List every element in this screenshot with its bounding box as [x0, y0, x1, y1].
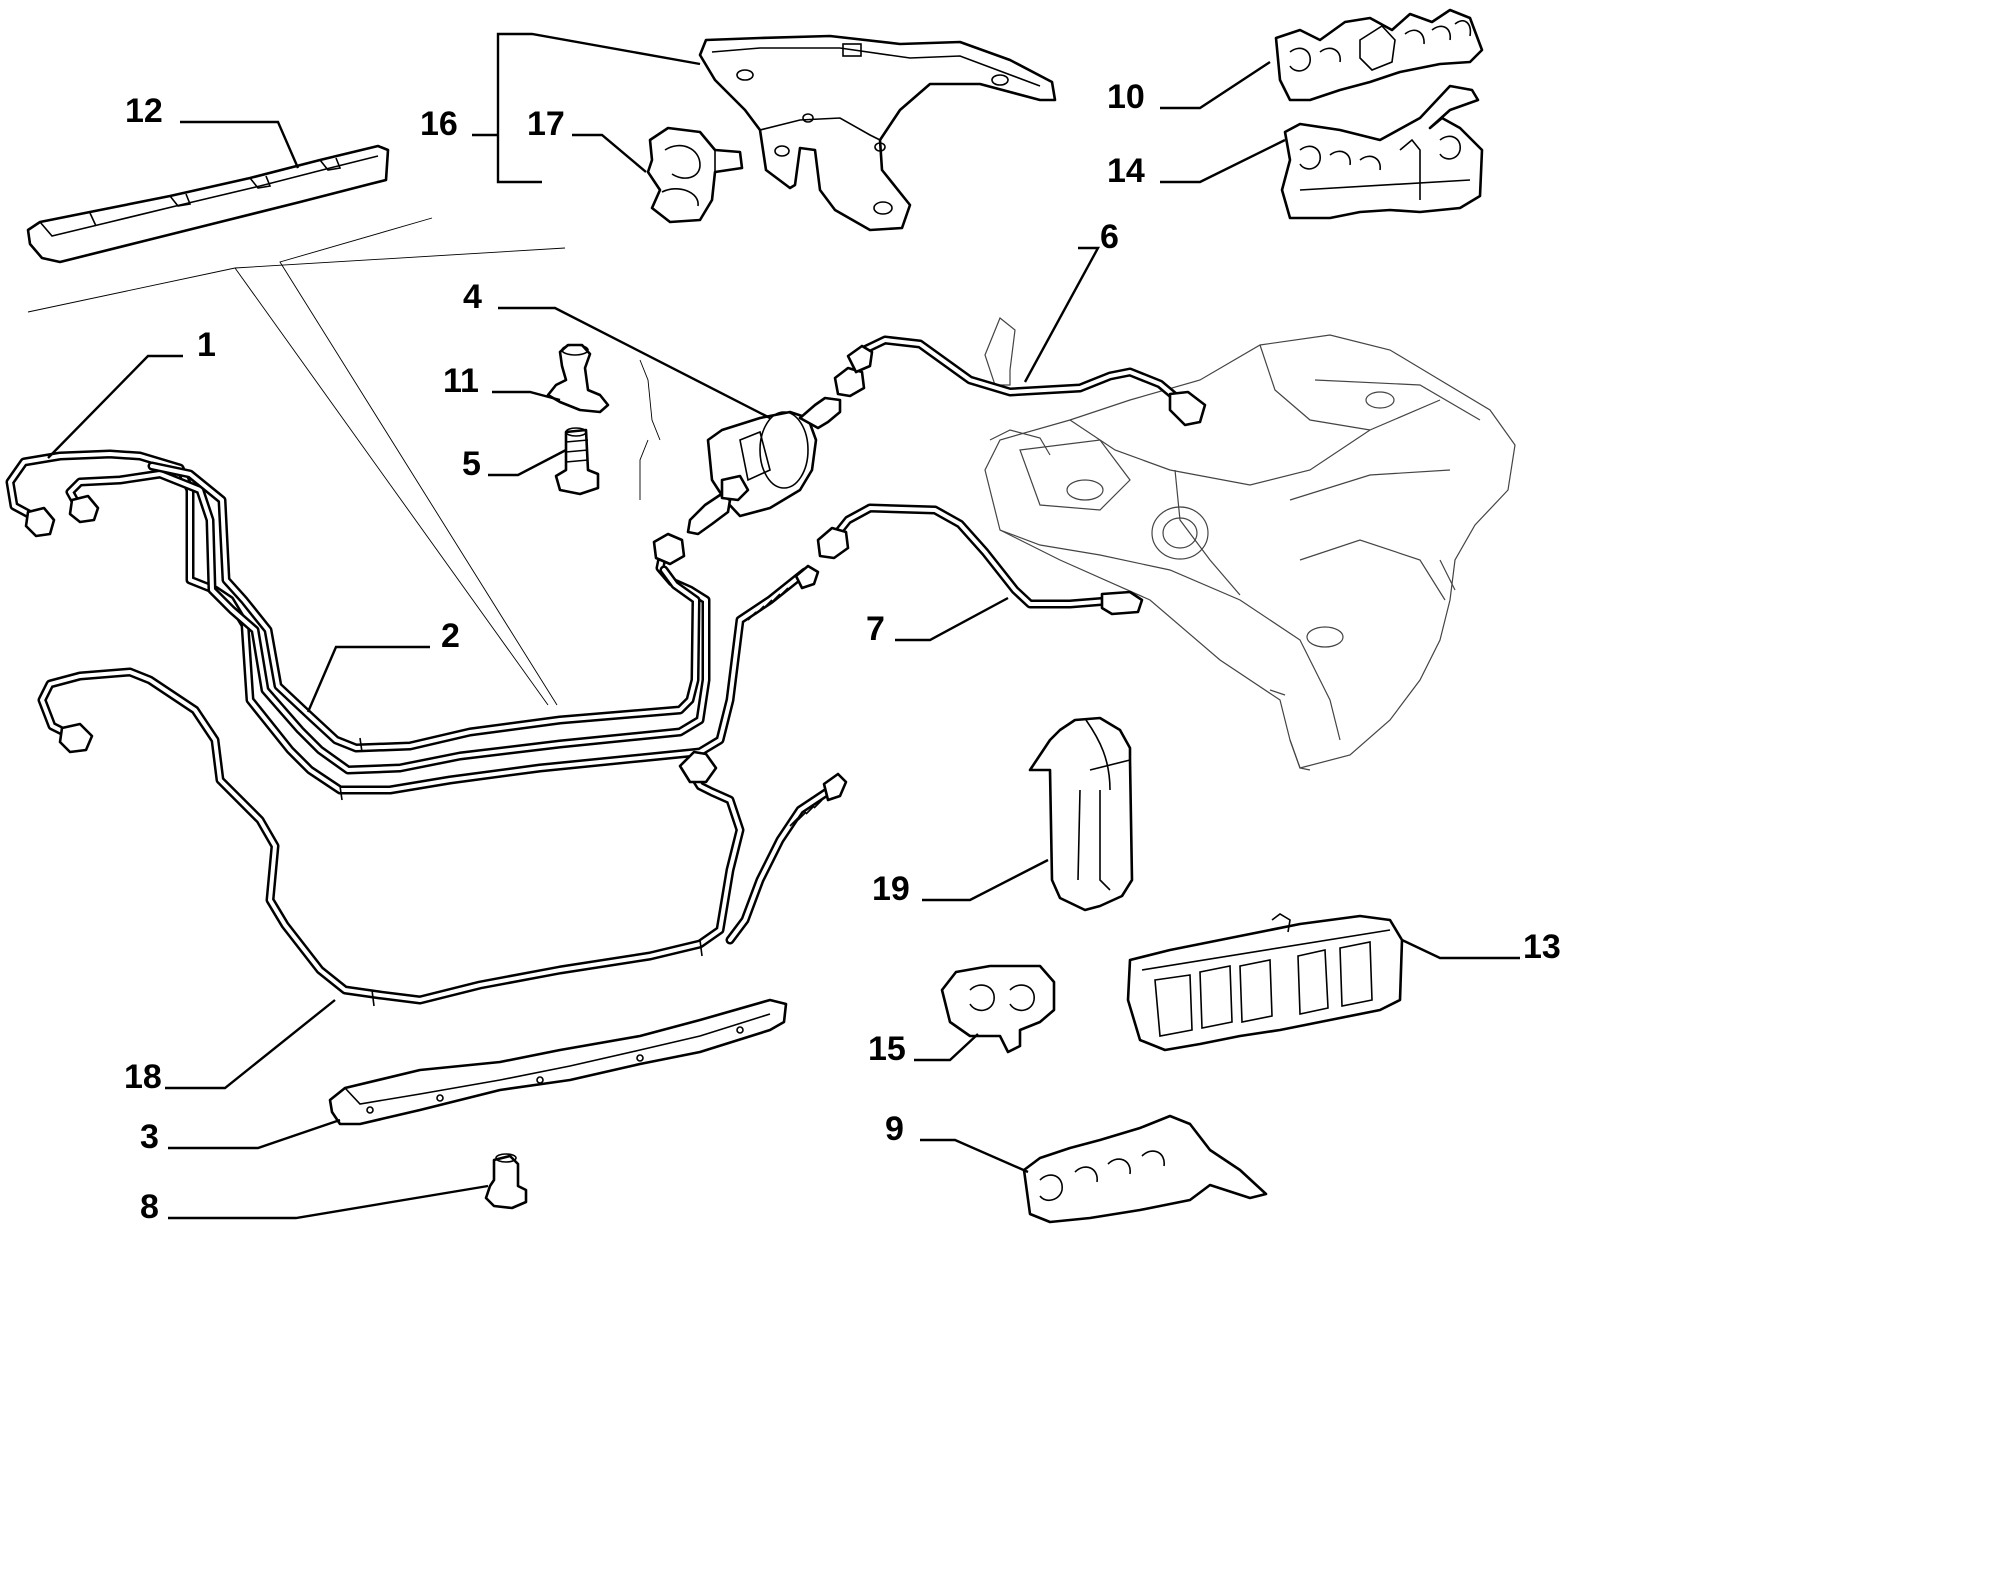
leader-8: [168, 1184, 489, 1220]
part-7-pipe: [816, 503, 1144, 616]
part-12-rail: [26, 144, 390, 264]
part-16-bracket: [698, 34, 1057, 232]
callout-labels: 12 16 17 10 14 6 4 11 5 1 2 7 19 13 15 1…: [124, 78, 1561, 1226]
leader-10: [1160, 60, 1271, 110]
leader-16: [472, 32, 701, 184]
part-10-clip-block: [1274, 8, 1484, 102]
part-19-support: [1028, 716, 1134, 912]
leader-5: [488, 448, 567, 477]
callout-4: 4: [463, 278, 482, 316]
part-17-clip: [646, 126, 744, 224]
callout-14: 14: [1107, 152, 1145, 190]
part-1-pipe-bundle: [5, 449, 820, 801]
vehicle-floor-outline: [27, 217, 566, 706]
part-13-clip-rail: [1126, 913, 1404, 1052]
part-14-clip-block: [1280, 84, 1484, 220]
callout-2: 2: [441, 617, 460, 655]
leader-lines: [47, 32, 1520, 1220]
part-6-pipe: [846, 335, 1207, 427]
callout-19: 19: [872, 870, 910, 908]
leader-17: [572, 133, 647, 173]
callout-15: 15: [868, 1030, 906, 1068]
leader-12: [180, 120, 300, 169]
callout-11: 11: [443, 362, 479, 400]
callout-18: 18: [124, 1058, 162, 1096]
leader-14: [1160, 138, 1286, 184]
callout-6: 6: [1100, 218, 1119, 256]
fuel-tank: [984, 317, 1516, 771]
part-3-rail: [328, 998, 788, 1126]
callout-9: 9: [885, 1110, 904, 1148]
leader-18: [165, 999, 336, 1090]
callout-16: 16: [420, 105, 458, 143]
fuel-line-exploded-diagram: 12 16 17 10 14 6 4 11 5 1 2 7 19 13 15 1…: [5, 8, 1561, 1226]
callout-13: 13: [1523, 928, 1561, 966]
leader-1: [47, 354, 183, 459]
leader-15: [914, 1033, 979, 1062]
leader-13: [1401, 938, 1520, 960]
leader-6: [1023, 246, 1101, 383]
leader-19: [922, 858, 1049, 902]
callout-3: 3: [140, 1118, 159, 1156]
part-9-clip: [1022, 1114, 1268, 1224]
callout-12: 12: [125, 92, 163, 130]
part-8-bolt: [484, 1153, 528, 1210]
callout-10: 10: [1107, 78, 1145, 116]
leader-7: [895, 596, 1009, 642]
leader-2: [306, 645, 430, 713]
part-18-pipe: [37, 667, 848, 1007]
leader-9: [920, 1138, 1029, 1174]
callout-17: 17: [527, 105, 565, 143]
leader-11: [492, 390, 561, 402]
callout-5: 5: [462, 445, 481, 483]
callout-1: 1: [197, 326, 216, 364]
part-5-bolt: [554, 427, 600, 496]
part-15-clip: [940, 964, 1056, 1054]
leader-4: [498, 306, 771, 420]
callout-7: 7: [866, 610, 885, 648]
callout-8: 8: [140, 1188, 159, 1226]
part-11-grommet: [546, 343, 610, 414]
part-4-fuel-filter: [639, 359, 866, 536]
leader-3: [168, 1118, 341, 1150]
